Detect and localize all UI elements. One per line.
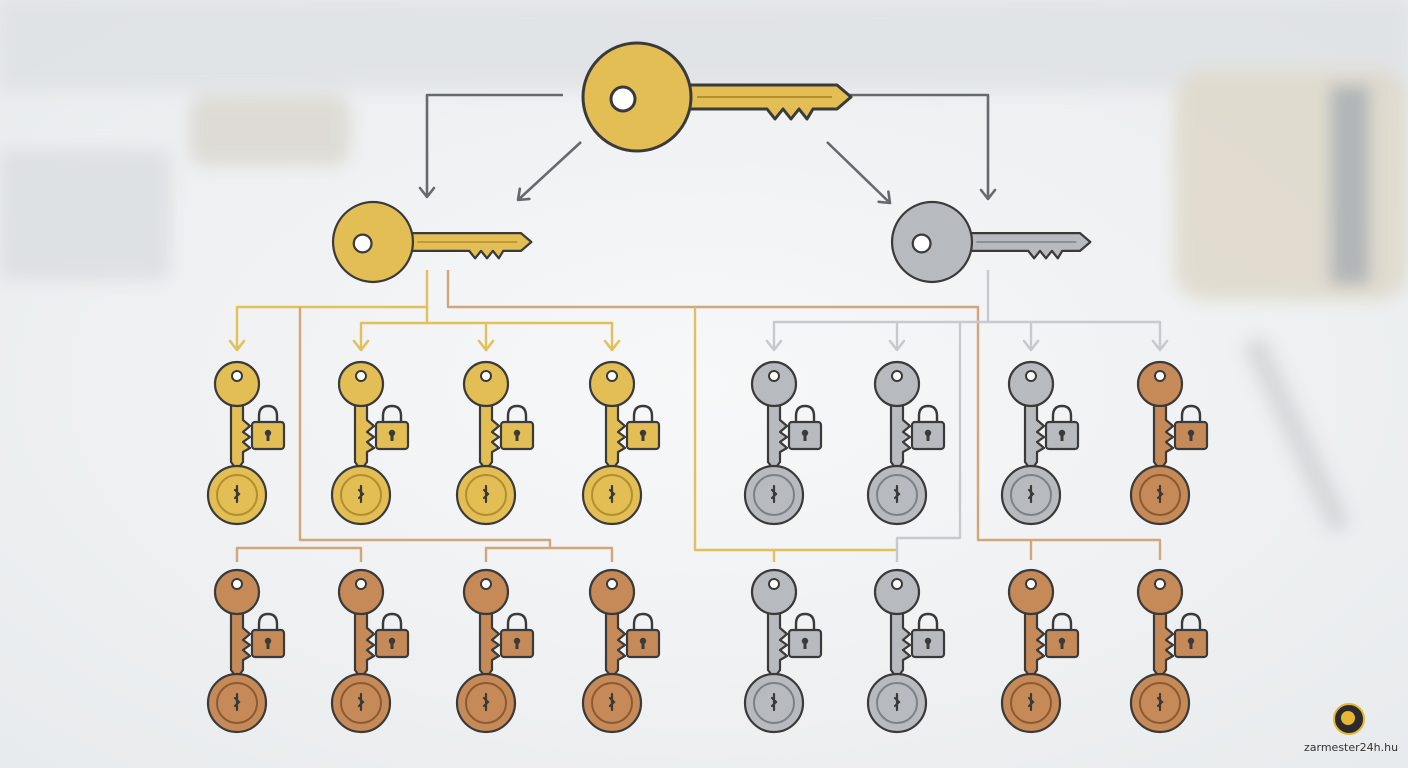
arrowhead (477, 339, 495, 352)
lock-cylinder-icon (330, 464, 392, 526)
lock-cylinder-icon (455, 464, 517, 526)
key-icon (337, 568, 385, 680)
grand-master-key-icon (581, 41, 853, 153)
padlock-icon (910, 612, 946, 659)
change-key-row2-1 (206, 568, 286, 734)
key-icon (1007, 360, 1055, 472)
connector-bronze-trunk (298, 307, 552, 548)
arrowhead (352, 339, 370, 352)
key-icon (750, 360, 798, 472)
change-key-row1-2 (330, 360, 410, 526)
brand-logo-text: zarmester24h.hu (1304, 741, 1399, 754)
key-icon (1136, 360, 1184, 472)
padlock-icon (1044, 404, 1080, 451)
lock-cylinder-icon (1000, 464, 1062, 526)
connector-gold-to-key4 (427, 321, 614, 348)
arrowhead (418, 186, 436, 199)
change-key-row1-6 (866, 360, 946, 526)
lock-cylinder-icon (206, 672, 268, 734)
connector-gold-to-silver-row2 (693, 307, 897, 552)
lock-cylinder-icon (455, 672, 517, 734)
change-key-row1-1 (206, 360, 286, 526)
change-key-row1-5 (743, 360, 823, 526)
padlock-icon (499, 612, 535, 659)
lock-cylinder-icon (1000, 672, 1062, 734)
lock-cylinder-icon (743, 464, 805, 526)
lock-cylinder-icon (581, 464, 643, 526)
change-key-row1-3 (455, 360, 535, 526)
z-logo-icon (1333, 703, 1365, 735)
arrowhead (765, 339, 783, 352)
lock-cylinder-icon (1129, 672, 1191, 734)
arrowhead (1022, 339, 1040, 352)
padlock-icon (374, 612, 410, 659)
connector-lines (228, 93, 1169, 562)
change-key-row1-8 (1129, 360, 1209, 526)
padlock-icon (625, 404, 661, 451)
connector-bronze-right (484, 546, 614, 562)
key-nodes (206, 41, 1209, 734)
connector-grand-to-silver-inner (826, 141, 891, 204)
padlock-icon (250, 404, 286, 451)
arrowhead (516, 187, 531, 202)
padlock-icon (1044, 612, 1080, 659)
key-icon (213, 568, 261, 680)
lock-cylinder-icon (1129, 464, 1191, 526)
arrowhead (228, 339, 246, 352)
padlock-icon (787, 612, 823, 659)
change-key-row2-7 (1000, 568, 1080, 734)
change-key-row2-4 (581, 568, 661, 734)
padlock-icon (374, 404, 410, 451)
change-key-row2-6 (866, 568, 946, 734)
change-key-row1-4 (581, 360, 661, 526)
key-icon (1136, 568, 1184, 680)
change-key-row2-5 (743, 568, 823, 734)
key-icon (750, 568, 798, 680)
key-icon (1007, 568, 1055, 680)
connector-silver-to-key8 (988, 320, 1162, 348)
lock-cylinder-icon (206, 464, 268, 526)
arrowhead (888, 339, 906, 352)
padlock-icon (1173, 404, 1209, 451)
connector-gold-to-key2 (359, 307, 429, 348)
master-key-gold-icon (331, 200, 533, 284)
connector-grand-to-gold-outer (425, 93, 563, 195)
change-key-row1-7 (1000, 360, 1080, 526)
key-icon (873, 568, 921, 680)
padlock-icon (1173, 612, 1209, 659)
arrowhead (1151, 339, 1169, 352)
arrowhead (603, 339, 621, 352)
key-icon (213, 360, 261, 472)
brand-logo[interactable]: zarmester24h.hu (1304, 703, 1399, 754)
connector-silver-to-r2-key6 (895, 322, 962, 562)
master-key-silver-icon (890, 200, 1092, 284)
arrowhead (979, 188, 997, 201)
arrowhead (877, 190, 892, 205)
connector-silver-to-key5 (772, 270, 990, 348)
lock-cylinder-icon (581, 672, 643, 734)
connector-gold-to-key1 (235, 270, 429, 348)
lock-cylinder-icon (866, 672, 928, 734)
background-blur-objects (0, 0, 1408, 532)
padlock-icon (499, 404, 535, 451)
lock-cylinder-icon (866, 464, 928, 526)
change-key-row2-8 (1129, 568, 1209, 734)
connector-grand-to-gold-inner (517, 141, 582, 201)
padlock-icon (787, 404, 823, 451)
padlock-icon (250, 612, 286, 659)
change-key-row2-2 (330, 568, 410, 734)
connector-bronze-left (235, 546, 363, 562)
lock-cylinder-icon (330, 672, 392, 734)
padlock-icon (910, 404, 946, 451)
connector-grand-to-silver-outer (846, 93, 990, 197)
key-icon (462, 360, 510, 472)
lock-cylinder-icon (743, 672, 805, 734)
padlock-icon (625, 612, 661, 659)
change-key-row2-3 (455, 568, 535, 734)
connector-gold-to-right-bronze (446, 270, 1162, 560)
